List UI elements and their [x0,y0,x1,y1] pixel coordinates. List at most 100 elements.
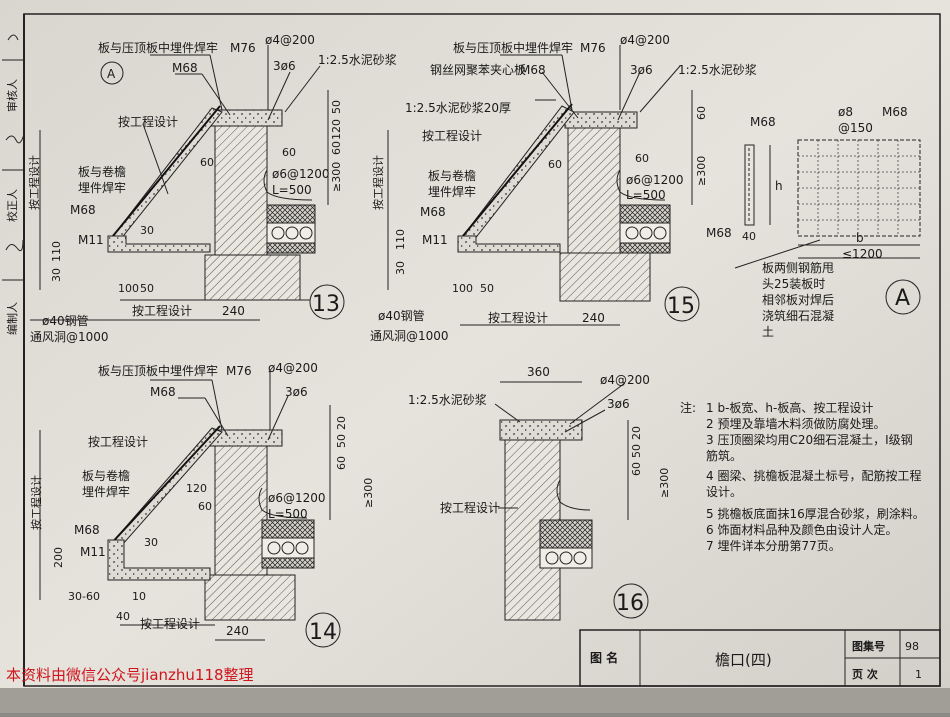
d13-dim-50b: 50 [140,282,154,295]
d14-m68b: M68 [74,523,100,537]
d13-eave-weld: 板与卷檐 [78,164,126,179]
page-edge [0,688,950,713]
d16-dim-300: ≥300 [658,468,671,498]
da-m68: M68 [750,115,776,129]
d14-by-design: 按工程设计 [88,434,148,449]
d13-dim-60b: 60 [330,141,343,155]
d14-m76: M76 [226,364,252,378]
d13-m68: M68 [172,61,198,75]
da-max-1200: ≤1200 [842,247,883,261]
da-circle: A [895,286,910,311]
d13-dim-60a: 60 [200,156,214,169]
signature [5,133,25,144]
note-line: 设计。 [706,485,742,499]
d15-number: 15 [667,294,695,319]
d15-pipe: ø40钢管 [378,308,425,323]
d13-dim-100: 100 [118,282,139,295]
d15-l500: L=500 [626,188,666,202]
d14-m11: M11 [80,545,106,559]
title-label-name: 图 名 [590,650,618,665]
d15-dim-60u: 60 [635,152,649,165]
d14-dim-240: 240 [226,624,249,638]
d15-rebar-top: ø4@200 [620,33,670,47]
d13-side-design: 按工程设计 [27,155,41,210]
notes-title: 注: [680,400,696,415]
note-line: 4 圈梁、挑檐板混凝土标号，配筋按工程 [706,468,921,483]
d14-number: 14 [309,620,337,645]
d15-mortar: 1:2.5水泥砂浆 [678,62,757,77]
d13-eave-weld2: 埋件焊牢 [78,180,126,195]
da-dim-40: 40 [742,230,756,243]
da-note3: 相邻板对焊后 [762,292,834,307]
d13-weld-note: 板与压顶板中埋件焊牢 [98,40,218,55]
d13-dim-240: 240 [222,304,245,318]
note-line: 3 压顶圈梁均用C20细石混凝土，Ⅰ级钢 [706,432,913,447]
reviewer-label: 审核人 [5,79,19,112]
da-number-circle [885,279,921,315]
d14-weld-note: 板与压顶板中埋件焊牢 [98,363,218,378]
d15-bottom-design: 按工程设计 [488,310,548,325]
title-block: 图 名 檐口(四) 图集号 98 页 次 1 [579,629,941,687]
d15-dim-240: 240 [582,311,605,325]
d14-eave-weld: 板与卷檐 [82,468,130,483]
d16-dim-360: 360 [527,365,550,379]
da-h: h [775,179,783,193]
d13-detail-a-marker [100,61,124,85]
d13-m11: M11 [78,233,104,247]
signature [5,239,24,252]
d15-side-design: 按工程设计 [371,155,385,210]
d14-dim-40: 40 [116,610,130,623]
d13-pipe: ø40钢管 [42,313,89,328]
d15-rebar-1200: ø6@1200 [626,173,684,187]
detail-a: M68 ø8 @150 M68 h M68 40 b ≤1200 板两侧钢筋甩 … [706,105,921,339]
d15-mortar20: 1:2.5水泥砂浆20厚 [405,100,511,115]
d14-eave-weld2: 埋件焊牢 [82,484,130,499]
page-number: 1 [915,668,922,681]
d13-dim-50: 50 [330,100,343,114]
d16-mortar: 1:2.5水泥砂浆 [408,392,487,407]
d15-m68: M68 [520,63,546,77]
d15-dim-50: 50 [480,282,494,295]
d13-dim-60c: 60 [282,146,296,159]
d15-vent: 通风洞@1000 [370,329,449,343]
d13-number: 13 [312,292,340,317]
d15-weld-note: 板与压顶板中埋件焊牢 [453,40,573,55]
detail-14: 板与压顶板中埋件焊牢 M76 ø4@200 M68 3ø6 按工程设计 板与卷檐… [29,361,375,648]
d13-bottom-design: 按工程设计 [132,303,192,318]
d15-dim-60t: 60 [695,106,708,120]
da-m68r: M68 [882,105,908,119]
d16-rebar-top: ø4@200 [600,373,650,387]
d14-dim-50: 50 [335,434,348,448]
d15-m76: M76 [580,41,606,55]
d15-dim-60: 60 [548,158,562,171]
d15-dim-110: 110 [394,229,407,250]
note-line: 5 挑檐板底面抹16厚混合砂浆，刷涂料。 [706,506,925,521]
d13-number-circle [309,284,345,320]
d14-dim-10: 10 [132,590,146,603]
d14-dim-60: 60 [198,500,212,513]
d16-3phi6: 3ø6 [607,397,630,411]
da-note2: 头25装板时 [762,277,825,291]
d15-m68b: M68 [420,205,446,219]
da-b: b [856,231,864,245]
d13-dim-120: 120 [330,119,343,140]
d14-dim-60b: 60 [335,456,348,470]
d15-dim-30: 30 [394,261,407,275]
d16-by-design: 按工程设计 [440,500,500,515]
d14-dim-300: ≥300 [362,478,375,508]
atlas-number: 98 [905,640,919,653]
notes-block: 注: 1 b-板宽、h-板高、按工程设计 2 预埋及靠墙木料须做防腐处理。 3 … [680,400,925,553]
d15-eave-weld2: 埋件焊牢 [428,184,476,199]
da-note4: 浇筑细石混凝 [762,308,834,323]
d14-l500: L=500 [268,507,308,521]
da-m68b: M68 [706,226,732,240]
d14-3phi6: 3ø6 [285,385,308,399]
da-note5: 土 [762,325,774,339]
d14-rebar-1200: ø6@1200 [268,491,326,505]
d15-eave-weld: 板与卷檐 [428,168,476,183]
watermark-text: 本资料由微信公众号jianzhu118整理 [6,666,254,684]
d14-side-design: 按工程设计 [29,475,43,530]
d15-by-design: 按工程设计 [422,128,482,143]
